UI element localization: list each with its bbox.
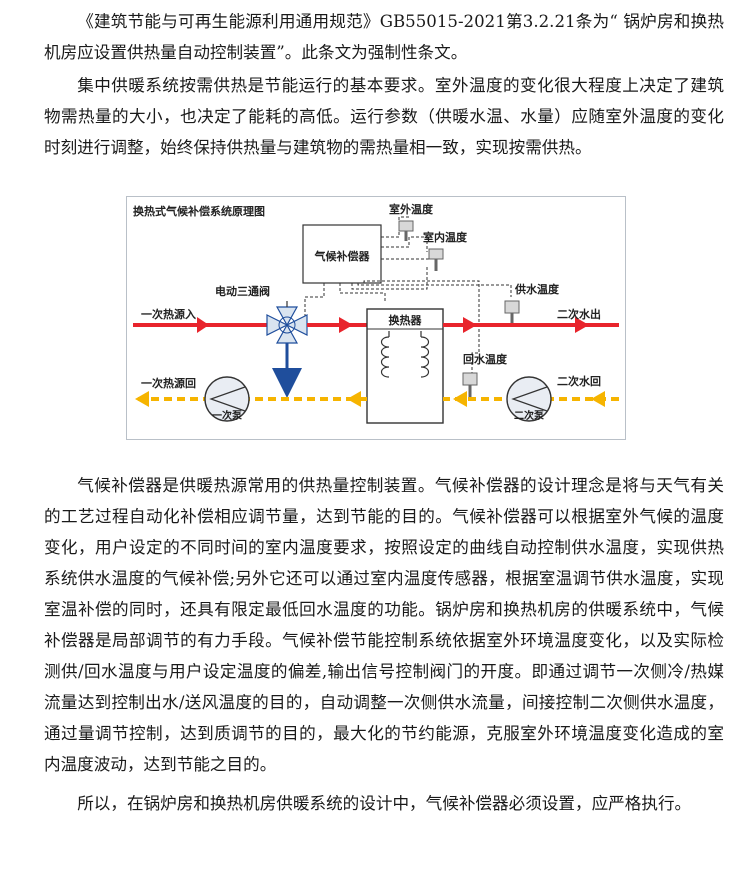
- secondary-back-label: 二次水回: [557, 374, 601, 388]
- secondary-pump-icon: [506, 376, 552, 422]
- paragraph-1: 《建筑节能与可再生能源利用通用规范》GB55015-2021第3.2.21条为“…: [44, 12, 724, 62]
- compensator-box: [302, 224, 382, 284]
- secondary-return-arrow-1: [591, 391, 605, 407]
- indoor-temp-sensor-icon: [428, 248, 444, 271]
- paragraph-4: 所以，在锅炉房和换热机房供暖系统的设计中，气候补偿器必须设置，应严格执行。: [77, 794, 692, 813]
- secondary-pump-label: 二次泵: [514, 409, 545, 422]
- exchanger-coils: [380, 331, 430, 378]
- primary-pump-icon: [204, 376, 250, 422]
- three-way-valve-icon: [266, 301, 308, 344]
- secondary-return-arrow-2: [453, 391, 467, 407]
- primary-back-label: 一次热源回: [141, 376, 196, 390]
- valve-label: 电动三通阀: [215, 284, 270, 298]
- diagram-title: 换热式气候补偿系统原理图: [133, 204, 265, 218]
- heat-exchanger-box: [366, 308, 444, 424]
- primary-in-label: 一次热源入: [141, 307, 196, 321]
- outdoor-temp-label: 室外温度: [389, 202, 434, 216]
- supply-temp-label: 供水温度: [514, 282, 560, 296]
- secondary-out-arrow-1: [463, 317, 477, 333]
- system-diagram: 换热式气候补偿系统原理图 气候补偿器 室外温度: [126, 196, 626, 440]
- diagram-svg: 换热式气候补偿系统原理图 气候补偿器 室外温度: [133, 202, 619, 424]
- secondary-out-arrow-2: [575, 317, 589, 333]
- supply-temp-sensor-icon: [504, 300, 520, 323]
- primary-pump-label: 一次泵: [212, 409, 243, 422]
- primary-in-arrow: [197, 317, 209, 333]
- primary-return-arrow-1: [135, 391, 149, 407]
- compensator-label: 气候补偿器: [314, 249, 371, 263]
- return-temp-sensor-icon: [462, 372, 478, 397]
- exchanger-label: 换热器: [389, 313, 423, 327]
- return-temp-label: 回水温度: [463, 352, 508, 366]
- paragraph-2: 集中供暖系统按需供热是节能运行的基本要求。室外温度的变化很大程度上决定了建筑物需…: [44, 76, 724, 157]
- secondary-out-label: 二次水出: [557, 307, 601, 321]
- paragraph-3: 气候补偿器是供暖热源常用的供热量控制装置。气候补偿器的设计理念是将与天气有关的工…: [44, 476, 724, 774]
- indoor-temp-label: 室内温度: [423, 230, 468, 244]
- valve-outlet-arrow: [339, 317, 353, 333]
- outdoor-temp-sensor-icon: [398, 220, 414, 241]
- primary-return-arrow-2: [347, 391, 361, 407]
